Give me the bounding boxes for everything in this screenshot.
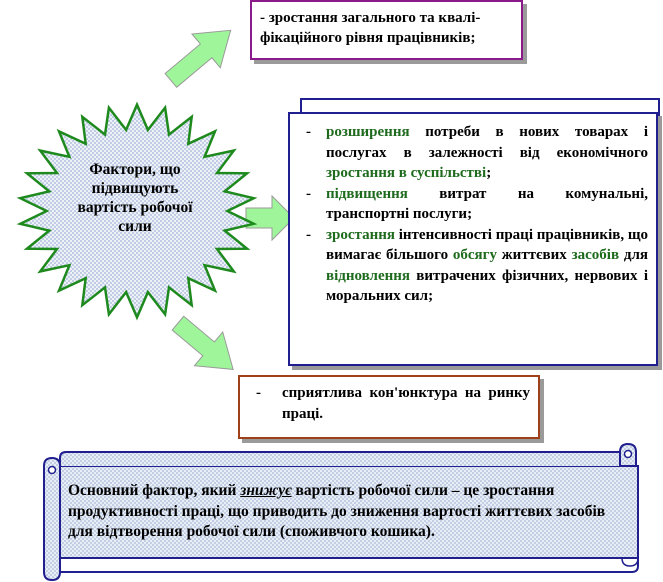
- highlighted-term: зростання в суспільстві: [326, 165, 487, 181]
- needs-list: розширення потреби в нових товарах і пос…: [304, 122, 648, 307]
- box-needs: розширення потреби в нових товарах і пос…: [288, 112, 658, 366]
- main-factor-text: Основний фактор, який знижує вартість ро…: [68, 481, 628, 543]
- highlighted-term: відновлення: [326, 267, 411, 284]
- box-qualification: - зростання загального та квалі- фікацій…: [250, 0, 523, 60]
- starburst-shape: [16, 101, 258, 321]
- main-factor-text-before: Основний фактор, який: [68, 482, 241, 499]
- main-factor-emphasis: знижує: [240, 482, 292, 499]
- box-market-text: сприятлива кон'юнктура на ринку праці.: [252, 383, 530, 425]
- item-text: інтенсивності праці працівників, що вима…: [326, 226, 648, 264]
- factors-title: Фактори, що підвищують вартість робочої …: [77, 161, 193, 235]
- item-text: потреби в нових товарах і послугах в зал…: [326, 124, 648, 161]
- arrow-right: [245, 194, 295, 242]
- box-market: сприятлива кон'юнктура на ринку праці.: [238, 375, 540, 439]
- main-factor-text-after: вартість робочої сили – це зростання про…: [68, 482, 606, 540]
- arrow-down-right: [171, 315, 234, 370]
- highlighted-term: обсягу: [452, 247, 497, 263]
- highlighted-term: засобів: [571, 247, 620, 263]
- arrow-up-right: [164, 29, 232, 89]
- scroll-banner: [43, 442, 639, 582]
- highlighted-term: розширення: [326, 124, 410, 140]
- item-text: для: [619, 247, 648, 263]
- item-text: витрачених фізичних, нервових і моральни…: [326, 267, 648, 305]
- highlighted-term: підвищення: [326, 185, 408, 202]
- highlighted-term: зростання: [326, 226, 395, 243]
- item-text: витрат на комунальні, транспортні послуг…: [326, 185, 648, 223]
- item-text: життєвих: [496, 247, 572, 263]
- needs-list-item: підвищення витрат на комунальні, транспо…: [304, 184, 648, 225]
- box-qualification-text: - зростання загального та квалі- фікацій…: [260, 10, 481, 46]
- item-text: ;: [486, 165, 492, 181]
- needs-list-item: зростання інтенсивності праці працівникі…: [304, 225, 648, 307]
- needs-list-item: розширення потреби в нових товарах і пос…: [304, 122, 648, 184]
